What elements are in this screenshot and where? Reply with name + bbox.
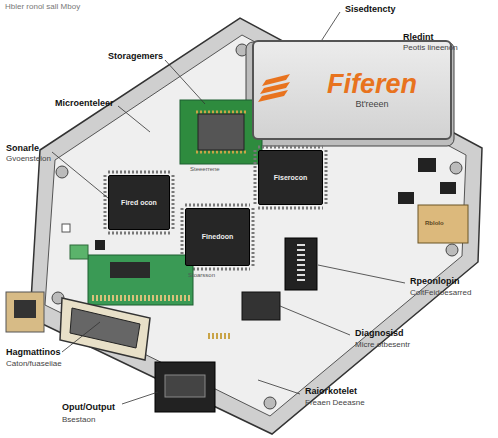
leader-line <box>52 152 108 198</box>
callout-text: Bsestaon <box>62 416 95 425</box>
chip-marking: Fiserocon <box>274 174 307 182</box>
callout-title: Diagnosisd <box>355 329 404 339</box>
smd-part <box>440 182 456 194</box>
chip-pins <box>104 175 107 230</box>
logo-text: Fiferen <box>327 70 417 100</box>
callout-text: Steeerrene <box>190 166 220 173</box>
screw <box>450 162 462 174</box>
screw <box>56 166 68 178</box>
board-surface <box>45 35 466 416</box>
db-socket <box>70 308 140 348</box>
smd-part <box>95 240 105 250</box>
callout-title: Rpeonlopin <box>410 277 460 287</box>
chip-pins <box>108 232 170 235</box>
storage-module-board <box>180 100 262 164</box>
rj45-port <box>6 292 44 332</box>
chip-pins <box>196 111 246 114</box>
callout-title: Hagmattinos <box>6 348 61 358</box>
callout-text: Gvoensteion <box>6 155 51 164</box>
chip-pins <box>196 151 246 154</box>
header-pins <box>92 295 190 301</box>
callout-text: Peotis lineenon <box>403 44 458 53</box>
drive-logo-plate: FiferenBt'reeen <box>252 40 452 140</box>
callout-text: Stoarsson <box>188 272 215 279</box>
chip-pins <box>325 150 328 205</box>
leader-line <box>122 392 158 404</box>
usb-port <box>155 362 215 412</box>
chip-pins <box>252 208 255 266</box>
leader-line <box>258 380 300 394</box>
callout-text: Freaen Deeasne <box>305 399 365 408</box>
ic-chip: Finedoon <box>185 208 250 266</box>
enclosure-wall <box>30 18 482 434</box>
leader-line <box>318 265 405 283</box>
chip-pins <box>185 268 250 271</box>
leader-line <box>118 106 150 132</box>
callout-title: Raiorkotelet <box>305 387 357 397</box>
chip-pins <box>185 204 250 207</box>
smd-part <box>398 192 414 204</box>
crystal-component <box>418 205 468 243</box>
callout-text: ColtFeidoesarred <box>410 289 471 298</box>
storage-chip <box>198 114 244 150</box>
chip-pins <box>108 171 170 174</box>
gold-pads <box>208 333 232 339</box>
leader-line <box>62 322 100 352</box>
diagram-title: Hbler ronol sall Mboy <box>5 2 80 11</box>
logo-subtext: Bt'reeen <box>355 100 388 110</box>
leader-line <box>280 306 350 335</box>
callout-title: Sisedtencty <box>345 5 396 15</box>
leader-line <box>165 60 205 104</box>
chip-pins <box>254 150 257 205</box>
io-board-strip <box>88 255 193 305</box>
chip-pins <box>172 175 175 230</box>
io-chip <box>110 262 150 278</box>
db-connector <box>60 298 150 360</box>
black-connector <box>285 238 317 290</box>
usb-socket <box>165 375 205 397</box>
smd-part <box>62 224 70 232</box>
smd-part <box>418 158 436 172</box>
callout-title: Microenteleer <box>55 99 114 109</box>
callout-title: Rblolo <box>425 220 444 227</box>
connector-pins <box>297 244 305 284</box>
screw <box>264 397 276 409</box>
chip-marking: Fired ocon <box>121 199 157 207</box>
callout-title: Oput/Output <box>62 403 115 413</box>
callout-text: Micre otbesentr <box>355 341 410 350</box>
screw <box>446 244 458 256</box>
callout-text: Caton/fuaseiiae <box>6 360 62 369</box>
chip-pins <box>258 146 323 149</box>
ic-chip: Fired ocon <box>108 175 170 230</box>
callout-title: Storagemers <box>108 52 163 62</box>
callout-title: Rledint <box>403 33 434 43</box>
ic-chip: Fiserocon <box>258 150 323 205</box>
small-chip <box>242 292 280 320</box>
callout-title: Sonarle <box>6 144 39 154</box>
rj45-socket <box>14 300 36 318</box>
chip-pins <box>258 207 323 210</box>
chip-marking: Finedoon <box>202 233 234 241</box>
terminal-block <box>70 245 88 259</box>
